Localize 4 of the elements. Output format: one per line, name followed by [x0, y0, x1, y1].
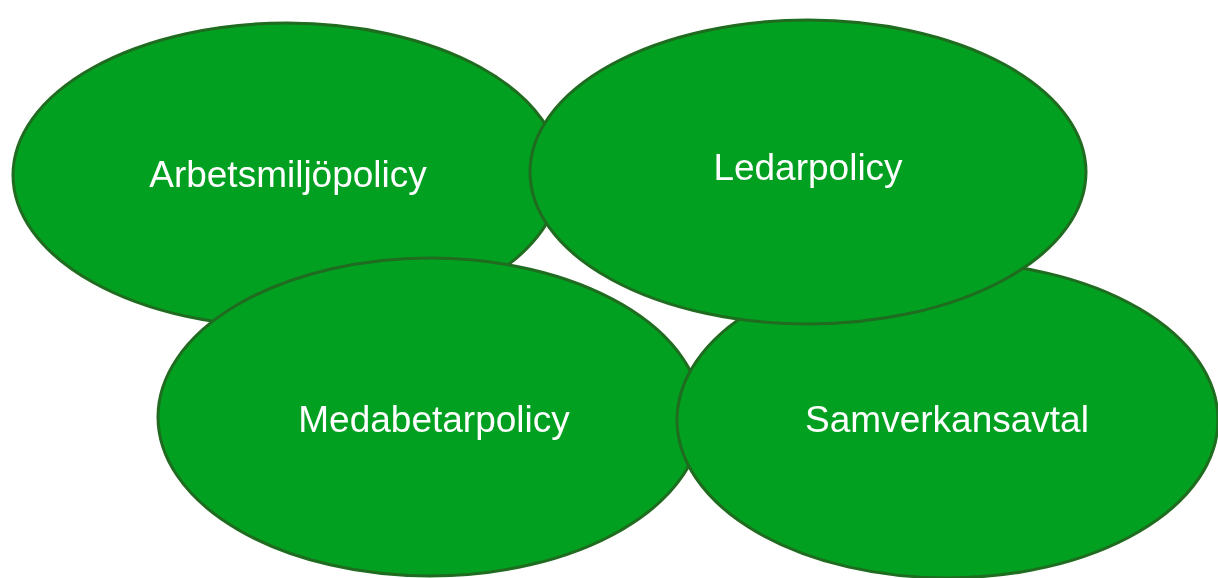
oval-label: Samverkansavtal	[805, 399, 1089, 441]
oval-label: Medabetarpolicy	[298, 399, 570, 441]
oval-label: Arbetsmiljöpolicy	[149, 154, 427, 196]
oval-label: Ledarpolicy	[713, 147, 903, 189]
